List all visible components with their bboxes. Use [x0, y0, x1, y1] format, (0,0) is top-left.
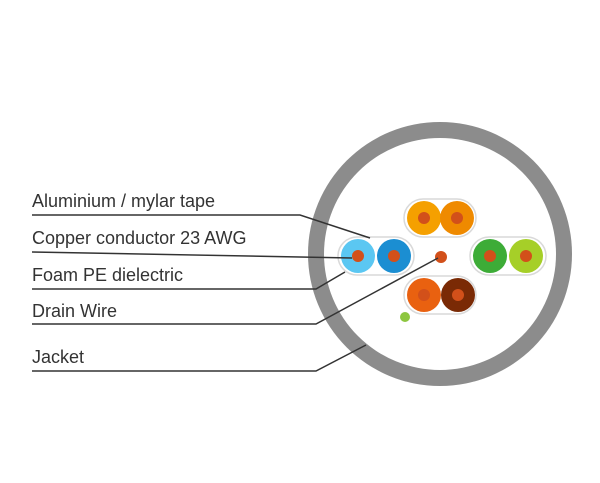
green-conductor-b: [520, 250, 532, 262]
label-aluminium-mylar-tape: Aluminium / mylar tape: [32, 191, 216, 211]
drain-wire: [435, 251, 447, 263]
leader-line-conductor: [31, 251, 353, 259]
blue-conductor-a: [352, 250, 364, 262]
orange-pair: [403, 198, 477, 238]
label-copper-conductor: Copper conductor 23 AWG: [32, 228, 247, 248]
leader-line-drain: [32, 257, 439, 325]
orange-conductor-a: [418, 212, 430, 224]
blue-pair: [337, 236, 415, 276]
leader-line-jacket: [32, 344, 367, 372]
brown-conductor-a: [418, 289, 430, 301]
orange-conductor-b: [451, 212, 463, 224]
blue-conductor-b: [388, 250, 400, 262]
leader-line-tape: [32, 214, 371, 239]
brown-pair: [403, 275, 477, 315]
brown-conductor-b: [452, 289, 464, 301]
label-drain-wire: Drain Wire: [32, 301, 118, 321]
label-foam-pe-dielectric: Foam PE dielectric: [32, 265, 184, 285]
label-jacket: Jacket: [32, 347, 85, 367]
filler-dot: [400, 312, 410, 322]
green-conductor-a: [484, 250, 496, 262]
leader-line-dielectric: [32, 271, 346, 290]
green-pair: [469, 236, 547, 276]
